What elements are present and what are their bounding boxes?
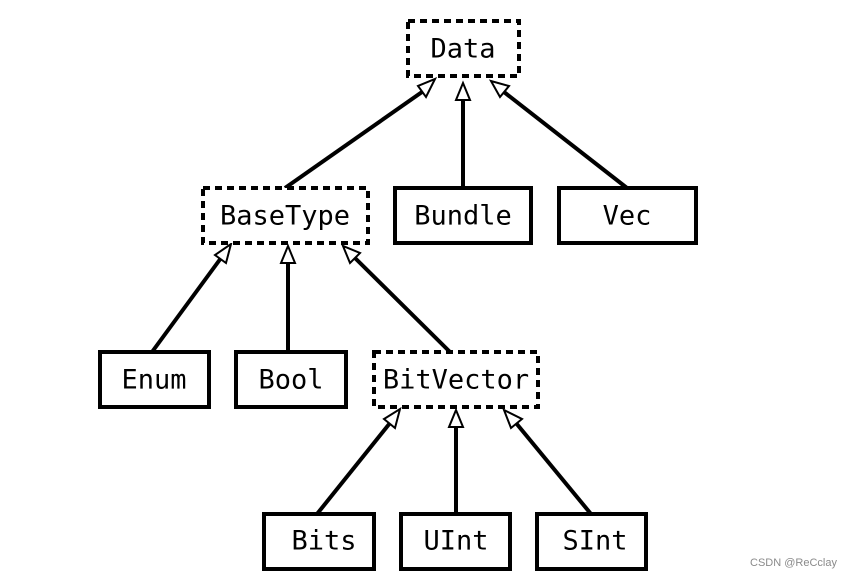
node-box-uint <box>399 512 512 571</box>
node-label-enum: Enum <box>121 365 186 396</box>
node-label-bundle: Bundle <box>414 201 512 232</box>
node-box-bitvector <box>372 350 540 409</box>
node-bitvector: BitVector <box>372 350 540 409</box>
arrowhead-uint-to-bitvector <box>447 407 465 428</box>
nodes-layer: Data BaseType Bundle Vec Enum Bool BitVe… <box>98 19 698 571</box>
node-sint: SInt <box>535 512 648 571</box>
edge-bits-to-bitvector <box>315 421 392 516</box>
node-uint: UInt <box>399 512 512 571</box>
node-box-enum <box>98 350 211 409</box>
watermark-text: CSDN @ReCclay <box>750 557 837 569</box>
arrowhead-bundle-to-data <box>454 80 472 101</box>
edge-vec-to-data <box>502 90 629 190</box>
edge-sint-to-bitvector <box>514 421 593 516</box>
edge-enum-to-basetype <box>150 256 223 354</box>
node-box-sint <box>535 512 648 571</box>
arrowhead-bitvector-to-basetype <box>341 244 362 265</box>
node-box-basetype <box>201 186 370 245</box>
node-box-bundle <box>393 186 533 245</box>
node-data: Data <box>406 19 521 78</box>
node-label-bool: Bool <box>258 365 323 396</box>
node-label-vec: Vec <box>603 201 652 232</box>
node-label-bitvector: BitVector <box>383 365 529 396</box>
arrowhead-bits-to-bitvector <box>382 406 402 430</box>
node-label-data: Data <box>430 34 495 65</box>
arrowhead-basetype-to-data <box>416 77 438 99</box>
node-label-uint: UInt <box>423 526 488 557</box>
node-vec: Vec <box>557 186 698 245</box>
node-enum: Enum <box>98 350 211 409</box>
node-bundle: Bundle <box>393 186 533 245</box>
edge-bitvector-to-basetype <box>353 256 452 354</box>
arrowhead-sint-to-bitvector <box>502 407 524 430</box>
node-label-basetype: BaseType <box>220 201 350 232</box>
node-box-vec <box>557 186 698 245</box>
node-bits: Bits <box>262 512 376 571</box>
node-bool: Bool <box>234 350 348 409</box>
arrowhead-vec-to-data <box>488 79 511 99</box>
edge-basetype-to-data <box>283 90 424 190</box>
arrowhead-enum-to-basetype <box>213 241 233 265</box>
node-box-bool <box>234 350 348 409</box>
node-basetype: BaseType <box>201 186 370 245</box>
node-box-data <box>406 19 521 78</box>
node-label-sint: SInt <box>562 526 627 557</box>
arrowhead-bool-to-basetype <box>279 243 297 264</box>
edges-layer <box>150 77 629 516</box>
node-label-bits: Bits <box>291 526 356 557</box>
node-box-bits <box>262 512 376 571</box>
